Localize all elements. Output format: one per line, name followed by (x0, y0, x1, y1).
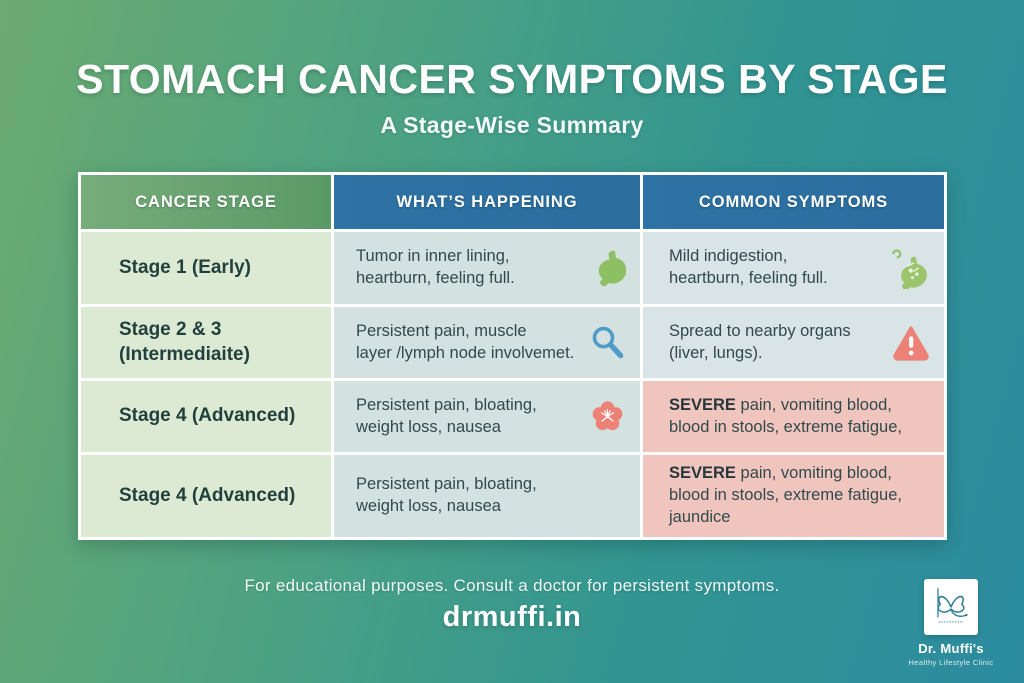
happening-text: Persistent pain, bloating, weight loss, … (356, 475, 537, 515)
happening-cell: Persistent pain, muscle layer /lymph nod… (334, 307, 640, 378)
happening-text: Persistent pain, bloating, weight loss, … (356, 395, 537, 436)
symptoms-cell: Spread to nearby organs (liver, lungs). (643, 307, 944, 378)
brand-name: Dr. Muffi's (918, 641, 984, 656)
stage-label: Stage 1 (Early) (119, 256, 251, 278)
happening-cell: Persistent pain, bloating, weight loss, … (334, 455, 640, 537)
stage-cell: Stage 4 (Advanced) (81, 381, 331, 452)
brand-block: Dr. Muffi's Healthy Lifestyle Clinic (896, 579, 1006, 667)
butterfly-icon (928, 581, 974, 634)
header-common-symptoms: COMMON SYMPTOMS (643, 175, 944, 229)
stage-cell: Stage 1 (Early) (81, 232, 331, 304)
symptoms-cell: SEVERE pain, vomiting blood, blood in st… (643, 455, 944, 537)
stage-cell: Stage 4 (Advanced) (81, 455, 331, 537)
blossom-icon (589, 398, 626, 435)
page-title: STOMACH CANCER SYMPTOMS BY STAGE (76, 56, 948, 102)
brand-tagline: Healthy Lifestyle Clinic (908, 658, 994, 667)
symptoms-cell: Mild indigestion, heartburn, feeling ful… (643, 232, 944, 304)
stage-label: Stage 4 (Advanced) (119, 405, 296, 427)
stage-label: Stage 2 & 3 (Intermediaite) (119, 318, 250, 365)
happening-text: Persistent pain, muscle layer /lymph nod… (356, 321, 575, 362)
severe-label: SEVERE (669, 395, 736, 414)
magnifier-icon (590, 325, 626, 361)
header-whats-happening: WHAT’S HAPPENING (334, 175, 640, 229)
symptoms-text: Spread to nearby organs (liver, lungs). (669, 321, 851, 362)
happening-cell: Persistent pain, bloating, weight loss, … (334, 381, 640, 452)
happening-cell: Tumor in inner lining, heartburn, feelin… (334, 232, 640, 304)
stomach-icon (586, 248, 626, 288)
symptoms-text: SEVERE pain, vomiting blood, blood in st… (669, 395, 902, 436)
header-cancer-stage: CANCER STAGE (81, 175, 331, 229)
severe-label: SEVERE (669, 464, 736, 483)
stage-cell: Stage 2 & 3 (Intermediaite) (81, 307, 331, 378)
warning-icon (892, 324, 930, 362)
page-subtitle: A Stage-Wise Summary (380, 112, 644, 138)
symptoms-cell: SEVERE pain, vomiting blood, blood in st… (643, 381, 944, 452)
symptoms-text: SEVERE pain, vomiting blood, blood in st… (669, 464, 902, 526)
sick-stomach-icon (888, 247, 930, 289)
symptoms-table: CANCER STAGE WHAT’S HAPPENING COMMON SYM… (78, 172, 947, 540)
stage-label: Stage 4 (Advanced) (119, 484, 296, 506)
symptoms-text: Mild indigestion, heartburn, feeling ful… (669, 247, 828, 287)
website-text: drmuffi.in (442, 601, 582, 633)
brand-logo (924, 579, 978, 635)
disclaimer-text: For educational purposes. Consult a doct… (244, 576, 780, 595)
happening-text: Tumor in inner lining, heartburn, feelin… (356, 247, 515, 287)
